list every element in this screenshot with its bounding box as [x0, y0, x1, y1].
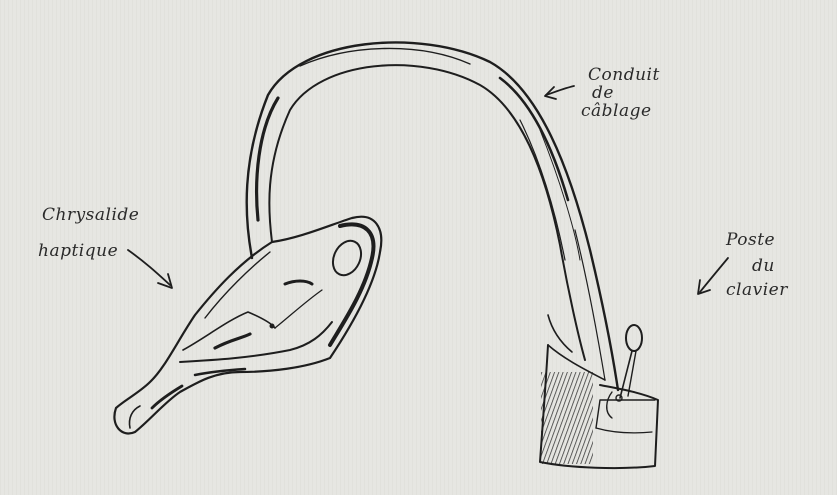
conduit-label-line-3: câblage — [581, 101, 652, 121]
poste-label-line-1: Poste — [725, 230, 775, 250]
conduit-label-line-2: de — [592, 83, 614, 103]
conduit-label-line-1: Conduit — [588, 65, 660, 85]
base-hatching — [541, 372, 593, 464]
poste-label-line-2: du — [752, 256, 775, 276]
poste-label-line-3: clavier — [726, 280, 788, 300]
chrysalide-label-line-1: Chrysalide — [42, 205, 139, 225]
chrysalide-label-line-2: haptique — [38, 241, 118, 261]
